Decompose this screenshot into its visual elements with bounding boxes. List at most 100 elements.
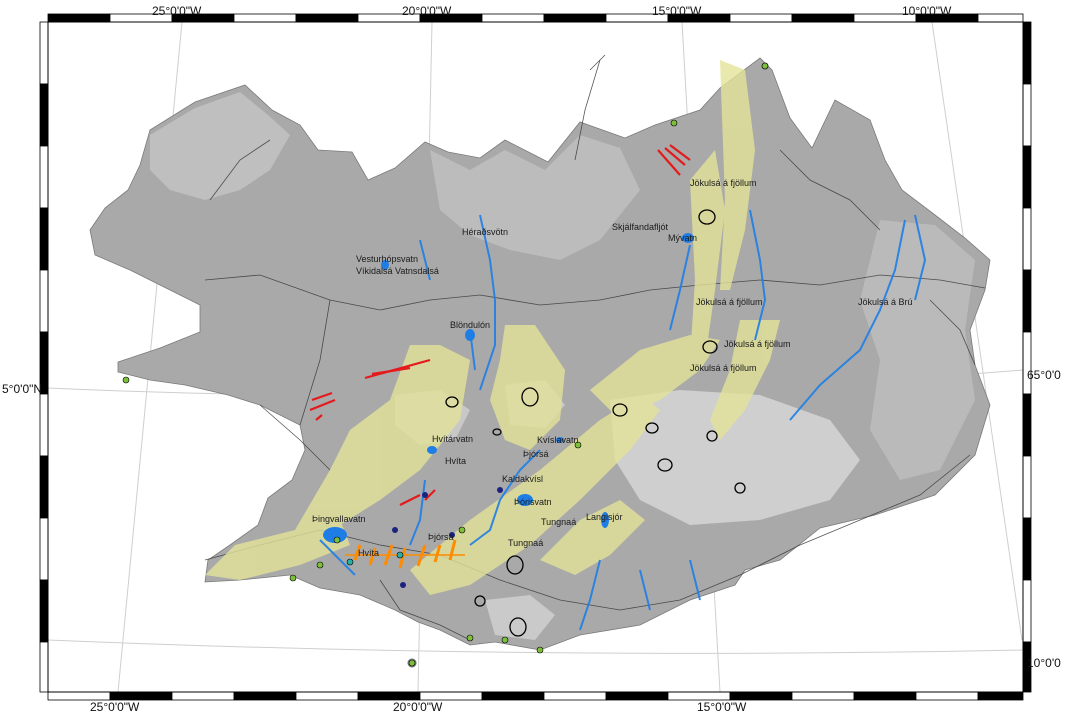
frame-segment <box>39 579 49 643</box>
label-jokulsa-fjollum-2: Jökulsá á fjöllum <box>696 297 763 307</box>
frame-segment <box>791 691 855 701</box>
label-skjalfandafljot: Skjálfandafljót <box>612 222 669 232</box>
top-label-20w: 20°0'0"W <box>402 4 452 18</box>
neatline <box>47 21 1024 693</box>
frame-segment <box>233 13 297 23</box>
frame-segment <box>39 455 49 519</box>
frame-segment <box>543 691 607 701</box>
frame-segment <box>47 691 111 701</box>
frame-segment <box>1022 145 1032 209</box>
label-jokulsa-fjollum-4: Jökulsá á fjöllum <box>690 363 757 373</box>
lake-langisjor <box>601 512 609 528</box>
relief-glacier-myrdalsjokull <box>485 595 555 640</box>
label-tungnaa-2: Tungnaá <box>508 538 543 548</box>
label-thjorsa-north: Þjórsá <box>523 449 549 459</box>
zone-langisjor <box>540 500 645 575</box>
faults-south-iceland <box>345 539 465 569</box>
top-label-15w: 15°0'0"W <box>652 4 702 18</box>
label-vididalsa-vatnsdalsa: Víkidalsá Vatnsdalsá <box>356 266 439 276</box>
place-labels: Jökulsá á fjöllum Skjálfandafljót Mývatn… <box>312 178 913 558</box>
frame-segment <box>915 691 979 701</box>
frame-segment <box>47 13 111 23</box>
lake-blondulon <box>465 329 475 341</box>
label-thorisvatn: Þórisvatn <box>514 497 552 507</box>
geothermal-sites <box>122 62 769 667</box>
label-vesturhopsvatn: Vesturhópsvatn <box>356 254 418 264</box>
frame-segment <box>853 691 917 701</box>
label-tungnaa-1: Tungnaá <box>541 517 576 527</box>
frame-segment <box>1022 83 1032 147</box>
zone-east-south <box>410 395 660 595</box>
lake-kvislavatn <box>556 437 564 443</box>
frame-segment <box>605 691 669 701</box>
map-frame <box>39 13 1032 701</box>
label-heradsvotn: Héraðsvötn <box>462 227 508 237</box>
relief-westfjords <box>150 92 290 200</box>
water <box>319 209 927 631</box>
label-hvita-north: Hvíta <box>445 456 466 466</box>
top-label-25w: 25°0'0"W <box>152 4 202 18</box>
bottom-label-15w: 15°0'0"W <box>697 700 747 714</box>
zone-west <box>295 345 470 530</box>
lake-vesturhopsvatn <box>381 260 389 270</box>
calderas <box>445 209 746 637</box>
frame-segment <box>977 691 1024 701</box>
label-kaldakvisl: Kaldakvísl <box>502 474 543 484</box>
label-jokulsa-fjollum-3: Jökulsá á fjöllum <box>724 339 791 349</box>
zone-central <box>590 335 720 420</box>
bottom-label-25w: 25°0'0"W <box>90 700 140 714</box>
frame-segment <box>39 393 49 457</box>
frame-segment <box>109 691 173 701</box>
label-hvitarvatn: Hvítárvatn <box>432 434 473 444</box>
frame-segment <box>39 21 49 85</box>
frame-segment <box>39 145 49 209</box>
frame-segment <box>233 691 297 701</box>
label-thjorsa-south: Þjórsá <box>428 532 454 542</box>
bottom-label-20w: 20°0'0"W <box>393 700 443 714</box>
label-hvita-south: Hvíta <box>358 548 379 558</box>
lake-myvatn <box>682 233 694 243</box>
frame-segment <box>39 517 49 581</box>
right-label-65n: 65°0'0 <box>1027 368 1061 382</box>
label-myvatn: Mývatn <box>668 233 697 243</box>
zone-reykjanes <box>205 520 350 580</box>
zone-kjolur <box>490 325 565 450</box>
lake-thingvallavatn <box>323 527 347 543</box>
label-langisjor: Langisjór <box>586 512 623 522</box>
frame-segment <box>1022 579 1032 643</box>
label-jokulsa-fjollum-north: Jökulsá á fjöllum <box>690 178 757 188</box>
lake-thorisvatn <box>517 494 533 506</box>
frame-segment <box>419 691 483 701</box>
frame-segment <box>791 13 855 23</box>
zone-north-1 <box>690 150 725 360</box>
frame-segment <box>357 691 421 701</box>
label-thingvallavatn: Þingvallavatn <box>312 514 366 524</box>
top-label-10w: 10°0'0"W <box>902 4 952 18</box>
frame-segment <box>1022 269 1032 333</box>
frame-segment <box>729 691 793 701</box>
relief-glacier-vatnajokull <box>610 390 860 525</box>
frame-segment <box>39 83 49 147</box>
right-label-10w: 10°0'0 <box>1027 656 1061 670</box>
frame-segment <box>667 691 731 701</box>
label-jokulsa-bru: Jökulsá á Brú <box>858 297 913 307</box>
frame-segment <box>1022 21 1032 85</box>
frame-segment <box>1022 393 1032 457</box>
label-kvislavatn: Kvíslavatn <box>537 435 579 445</box>
volcanic-zones <box>205 60 780 595</box>
label-blondulon: Blöndulón <box>450 320 490 330</box>
lakes <box>323 233 694 543</box>
zone-north-2 <box>720 60 755 290</box>
graticule-labels: 25°0'0"W 20°0'0"W 15°0'0"W 10°0'0"W 25°0… <box>2 4 1061 714</box>
frame-segment <box>39 269 49 333</box>
frame-segment <box>295 691 359 701</box>
frame-segment <box>39 207 49 271</box>
frame-segment <box>481 691 545 701</box>
frame-segment <box>543 13 607 23</box>
frame-segment <box>295 13 359 23</box>
frame-segment <box>481 13 545 23</box>
rivers <box>319 209 927 631</box>
frame-segment <box>977 13 1024 23</box>
